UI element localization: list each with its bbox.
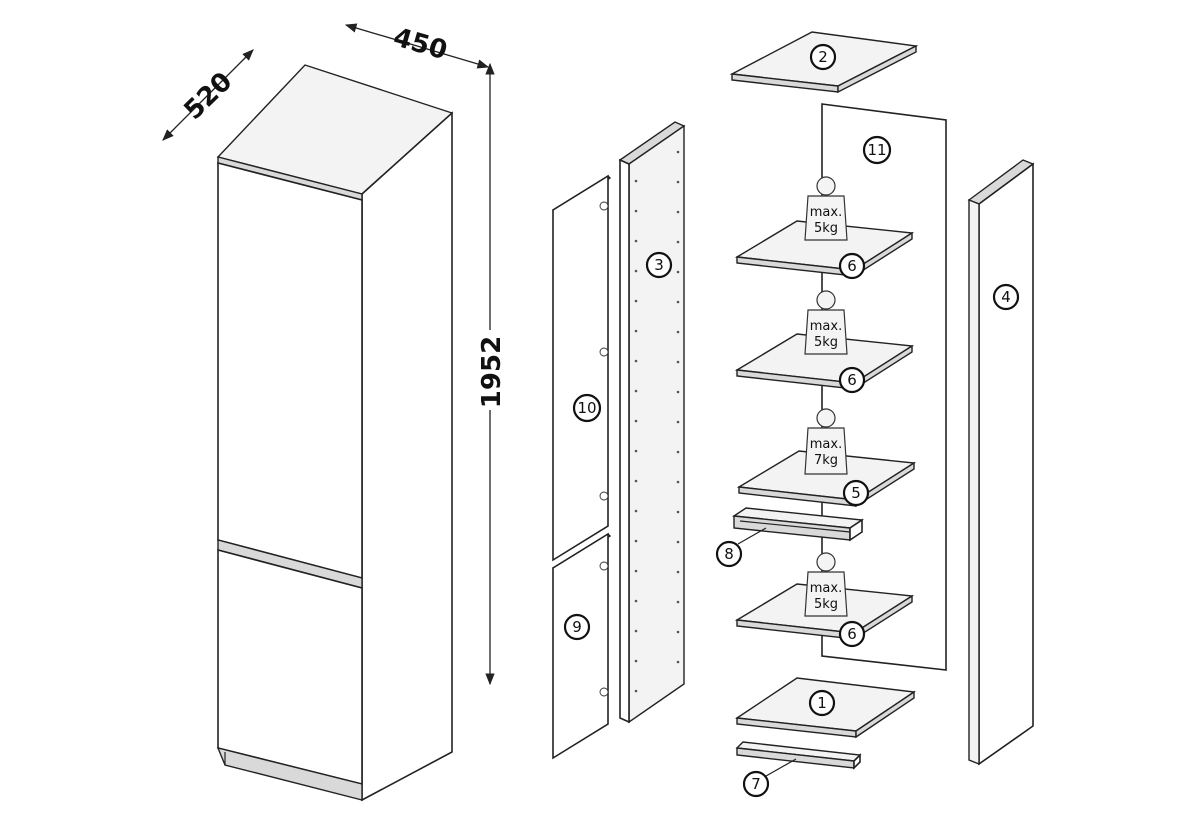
callout-7: 7 bbox=[742, 758, 797, 798]
drill-hole-dot bbox=[634, 209, 638, 213]
panel-side-left bbox=[618, 121, 686, 724]
drill-hole-dot bbox=[634, 179, 638, 183]
assembled-cabinet bbox=[216, 64, 454, 802]
svg-text:max.: max. bbox=[810, 319, 842, 334]
svg-text:9: 9 bbox=[572, 618, 582, 636]
svg-text:8: 8 bbox=[724, 545, 734, 563]
svg-text:5kg: 5kg bbox=[814, 597, 838, 612]
svg-text:11: 11 bbox=[867, 141, 886, 159]
panel-lower-door bbox=[551, 532, 612, 760]
dimension-height: 1952 bbox=[474, 62, 507, 686]
shelf-2 bbox=[734, 333, 915, 391]
callout-10: 10 bbox=[572, 393, 602, 423]
cabinet-plinth bbox=[216, 746, 363, 801]
drill-hole-dot bbox=[676, 360, 680, 364]
drill-hole-dot bbox=[676, 540, 680, 544]
drill-hole-dot bbox=[676, 630, 680, 634]
svg-text:5kg: 5kg bbox=[814, 221, 838, 236]
drill-hole-dot bbox=[634, 299, 638, 303]
drill-hole-dot bbox=[676, 450, 680, 454]
panel-upper-door bbox=[551, 174, 612, 562]
drill-hole-dot bbox=[634, 389, 638, 393]
drill-hole-dot bbox=[634, 509, 638, 513]
svg-text:1: 1 bbox=[817, 694, 827, 712]
drill-hole-dot bbox=[634, 599, 638, 603]
weight-3: max. 7kg bbox=[804, 408, 848, 475]
width-label: 450 bbox=[390, 22, 450, 66]
callout-11: 11 bbox=[862, 135, 892, 165]
svg-text:5: 5 bbox=[851, 484, 861, 502]
drill-hole-dot bbox=[676, 570, 680, 574]
drill-hole-dot bbox=[676, 510, 680, 514]
drill-hole-dot bbox=[676, 660, 680, 664]
callout-5: 5 bbox=[842, 479, 870, 507]
svg-text:10: 10 bbox=[577, 399, 596, 417]
weight-2: max. 5kg bbox=[804, 290, 848, 355]
drill-hole-dot bbox=[634, 629, 638, 633]
weight-1: max. 5kg bbox=[804, 176, 848, 241]
drill-hole-dot bbox=[634, 659, 638, 663]
rail-profile bbox=[731, 507, 865, 542]
svg-text:6: 6 bbox=[847, 625, 857, 643]
drill-hole-dot bbox=[634, 269, 638, 273]
cabinet-lower-door bbox=[217, 548, 363, 786]
callout-3: 3 bbox=[645, 251, 673, 279]
drill-hole-dot bbox=[676, 390, 680, 394]
svg-text:6: 6 bbox=[847, 257, 857, 275]
callout-6a: 6 bbox=[838, 252, 866, 280]
drill-hole-dot bbox=[634, 479, 638, 483]
svg-text:max.: max. bbox=[810, 437, 842, 452]
callout-4: 4 bbox=[992, 283, 1020, 311]
depth-label: 520 bbox=[178, 67, 238, 126]
svg-text:7: 7 bbox=[751, 775, 761, 793]
svg-text:6: 6 bbox=[847, 371, 857, 389]
plinth-board bbox=[735, 741, 862, 770]
callout-6b: 6 bbox=[838, 366, 866, 394]
drill-hole-dot bbox=[634, 329, 638, 333]
shelf-3-fixed bbox=[736, 450, 917, 508]
svg-text:7kg: 7kg bbox=[814, 453, 838, 468]
svg-text:max.: max. bbox=[810, 581, 842, 596]
drill-hole-dot bbox=[634, 689, 638, 693]
shelf-1 bbox=[734, 220, 915, 278]
callout-9: 9 bbox=[563, 613, 591, 641]
drill-hole-dot bbox=[676, 420, 680, 424]
cabinet-upper-door bbox=[217, 161, 363, 580]
callout-1: 1 bbox=[808, 689, 836, 717]
drill-hole-dot bbox=[676, 180, 680, 184]
panel-side-right bbox=[967, 159, 1035, 766]
callout-2: 2 bbox=[809, 43, 837, 71]
drill-hole-dot bbox=[634, 569, 638, 573]
drill-hole-dot bbox=[676, 240, 680, 244]
weight-4: max. 5kg bbox=[804, 552, 848, 617]
svg-text:5kg: 5kg bbox=[814, 335, 838, 350]
drill-hole-dot bbox=[634, 359, 638, 363]
height-label: 1952 bbox=[477, 336, 507, 408]
drill-hole-dot bbox=[676, 270, 680, 274]
dimension-width: 450 bbox=[344, 22, 490, 69]
drill-hole-dot bbox=[634, 419, 638, 423]
svg-text:max.: max. bbox=[810, 205, 842, 220]
drill-hole-dot bbox=[676, 210, 680, 214]
drill-hole-dot bbox=[676, 300, 680, 304]
svg-text:4: 4 bbox=[1001, 288, 1011, 306]
dimension-depth: 520 bbox=[162, 49, 254, 141]
drill-hole-dot bbox=[634, 239, 638, 243]
drill-hole-dot bbox=[676, 600, 680, 604]
drill-hole-dot bbox=[676, 330, 680, 334]
callout-8: 8 bbox=[715, 527, 767, 568]
cabinet-side bbox=[361, 111, 453, 802]
drill-hole-dot bbox=[634, 449, 638, 453]
svg-text:3: 3 bbox=[654, 256, 664, 274]
svg-text:2: 2 bbox=[818, 48, 828, 66]
callout-6c: 6 bbox=[838, 620, 866, 648]
drill-hole-dot bbox=[676, 150, 680, 154]
drill-hole-dot bbox=[634, 539, 638, 543]
drill-hole-dot bbox=[676, 480, 680, 484]
